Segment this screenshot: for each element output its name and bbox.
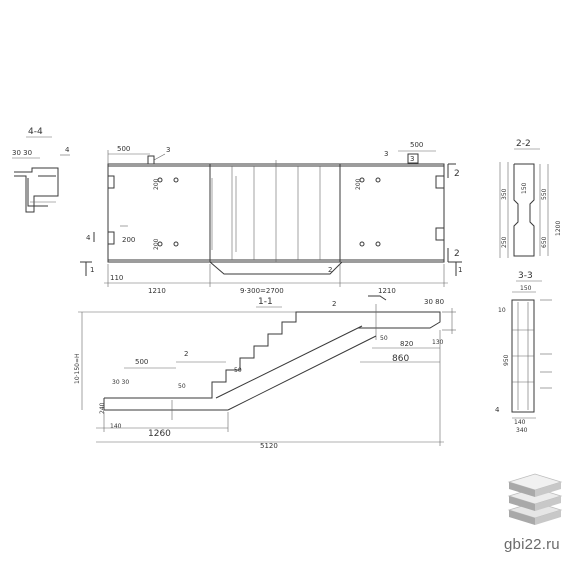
dim-950: 950	[503, 354, 510, 366]
dim-240: 240	[99, 402, 106, 414]
dim-130: 130	[432, 339, 444, 346]
mark-4-low: 4	[86, 234, 91, 242]
dim-200-c: 200	[153, 238, 160, 250]
dim-340: 340	[516, 427, 528, 434]
dim-1210-left: 1210	[148, 287, 166, 295]
brand-site[interactable]: gbi22.ru	[504, 536, 560, 553]
mark-2-top: 2	[454, 169, 460, 179]
pos-2: 2	[328, 266, 332, 274]
section-2-2: 2-2 350 250 550 650 1200 150	[499, 139, 562, 258]
dim-140-33: 140	[514, 419, 526, 426]
dim-1200: 1200	[555, 221, 562, 236]
dim-110: 110	[110, 274, 123, 282]
dim-200-d: 200	[355, 178, 362, 190]
dim-50-b: 50	[234, 367, 242, 374]
gbi22-logo	[505, 473, 565, 527]
dim-250: 250	[501, 236, 508, 248]
mark-3-b: 3	[384, 150, 388, 158]
dim-50-c: 50	[380, 335, 388, 342]
mark-3-a: 3	[166, 146, 170, 154]
section-2-2-title: 2-2	[516, 139, 531, 149]
dim-30-80: 30 80	[424, 298, 444, 306]
section-1-1-title: 1-1	[258, 297, 273, 307]
dim-820: 820	[400, 340, 413, 348]
h-label: 10·150=H	[74, 353, 81, 384]
mark-1-left: 1	[90, 266, 94, 274]
mark-4: 4	[65, 146, 70, 154]
mark-2-bottom: 2	[454, 249, 460, 259]
section-4-4-title: 4-4	[28, 127, 43, 137]
dim-650: 650	[541, 236, 548, 248]
dim-500-left: 500	[117, 145, 130, 153]
dim-1260: 1260	[148, 429, 171, 439]
dim-200-a: 200	[122, 236, 135, 244]
dim-550: 550	[541, 188, 548, 200]
dim-30-30: 30 30	[12, 149, 32, 157]
mark-2-flight: 2	[184, 350, 188, 358]
dim-1210-right: 1210	[378, 287, 396, 295]
mark-3-c: 3	[410, 155, 414, 163]
stacked-slabs-icon	[507, 473, 563, 525]
dim-140: 140	[110, 423, 122, 430]
plan-view: 500 3 500 3 3 200 200 200	[80, 141, 462, 295]
dim-500-right: 500	[410, 141, 423, 149]
dim-30-80-left: 30 30	[112, 379, 129, 386]
dim-500-11: 500	[135, 358, 148, 366]
dim-50-a: 50	[178, 383, 186, 390]
dim-860: 860	[392, 354, 409, 364]
dim-9x300: 9·300=2700	[240, 287, 284, 295]
dim-350: 350	[501, 188, 508, 200]
section-3-3-title: 3-3	[518, 271, 533, 281]
section-1-1: 1-1 2 10·150=H 30 80 2 500 30 30 50 50 5…	[74, 295, 456, 450]
dim-150-33: 150	[520, 285, 532, 292]
section-3-3: 3-3 150 950 10 4 140 340	[495, 271, 552, 434]
dim-10: 10	[498, 307, 506, 314]
dim-150: 150	[521, 182, 528, 194]
mark-1-right: 1	[458, 266, 462, 274]
dim-5120: 5120	[260, 442, 278, 450]
dim-200-b: 200	[153, 178, 160, 190]
section-4-4: 4-4 30 30 4	[12, 127, 70, 213]
mark-2-upper: 2	[332, 300, 336, 308]
mark-4-33: 4	[495, 406, 500, 414]
